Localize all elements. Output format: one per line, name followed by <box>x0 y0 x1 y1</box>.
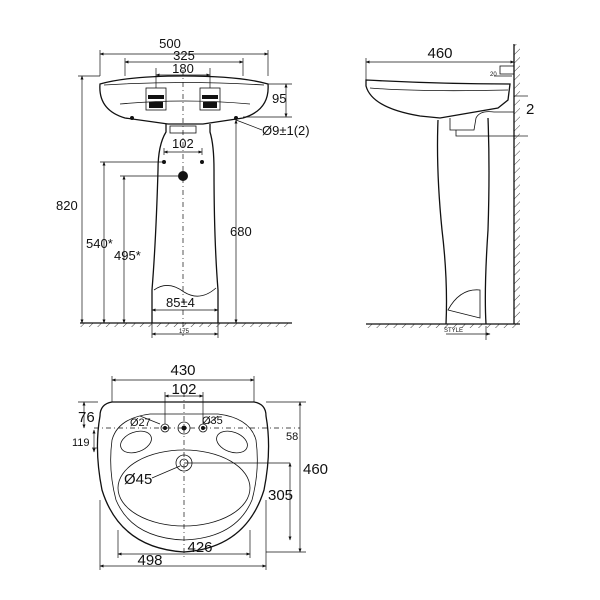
bolt-left <box>130 116 134 120</box>
dim-95: 95 <box>272 91 286 106</box>
dim-58: 58 <box>286 431 298 443</box>
bolt-right <box>234 116 238 120</box>
soap-dish-right <box>216 430 248 454</box>
wall-hatch <box>514 44 520 324</box>
pedestal-side-outline <box>436 117 490 325</box>
dim-35: Ø35 <box>202 415 223 427</box>
dim-side-small-bottom: STYLE <box>444 328 463 334</box>
dim-460-top: 460 <box>303 461 328 478</box>
basin-inner-line <box>119 100 251 105</box>
dim-305: 305 <box>268 487 293 504</box>
dim-680: 680 <box>230 224 252 239</box>
front-view: 500 325 180 95 Ø9±1(2) 102 820 540* 495*… <box>56 36 310 338</box>
faucet-right-detail <box>202 95 218 108</box>
side-trap-pipe <box>455 130 516 137</box>
pedestal-section <box>447 289 481 319</box>
dim-540: 540* <box>86 236 113 251</box>
dim-460-side: 460 <box>427 45 452 62</box>
side-rim-line <box>369 87 509 92</box>
basin-top-outline <box>96 401 270 553</box>
dim-426: 426 <box>187 539 212 556</box>
dim-85: 85±4 <box>166 295 195 310</box>
wall-fitting <box>499 65 515 75</box>
floor-hatch <box>80 323 292 327</box>
pedestal-break-line <box>153 285 217 297</box>
soap-dish-left <box>120 430 152 454</box>
dim-495: 495* <box>114 248 141 263</box>
dim-102-top: 102 <box>171 381 196 398</box>
pedestal-front-outline <box>151 124 219 323</box>
dim-45: Ø45 <box>124 471 152 488</box>
drain-outlet <box>178 171 188 181</box>
dim-820: 820 <box>56 198 78 213</box>
dim-27: Ø27 <box>130 417 151 429</box>
dim-325: 325 <box>173 48 195 63</box>
basin-front-outline <box>99 75 269 125</box>
side-floor-hatch <box>366 324 520 328</box>
basin-bowl-outer <box>110 413 258 541</box>
anchor-right <box>200 160 204 164</box>
dim-76: 76 <box>78 409 95 426</box>
dim-180: 180 <box>172 61 194 76</box>
basin-rim-line <box>103 82 265 86</box>
dim-500: 500 <box>159 36 181 51</box>
side-trap <box>449 111 514 131</box>
dim-side-small-top: 20 <box>490 72 497 78</box>
dim-base: 175 <box>179 329 190 335</box>
dim-430: 430 <box>170 362 195 379</box>
dim-102-front: 102 <box>172 136 194 151</box>
basin-side-outline <box>365 79 511 119</box>
dim-hole-dia: Ø9±1(2) <box>262 123 310 138</box>
side-view: 460 20 2 STYLE <box>365 44 534 340</box>
top-view: 430 102 76 Ø27 Ø35 58 119 460 Ø45 305 42… <box>72 362 328 570</box>
dim-498: 498 <box>137 552 162 569</box>
dim-2-side: 2 <box>526 101 534 118</box>
faucet-left-detail <box>148 95 164 108</box>
dim-119: 119 <box>72 437 90 449</box>
